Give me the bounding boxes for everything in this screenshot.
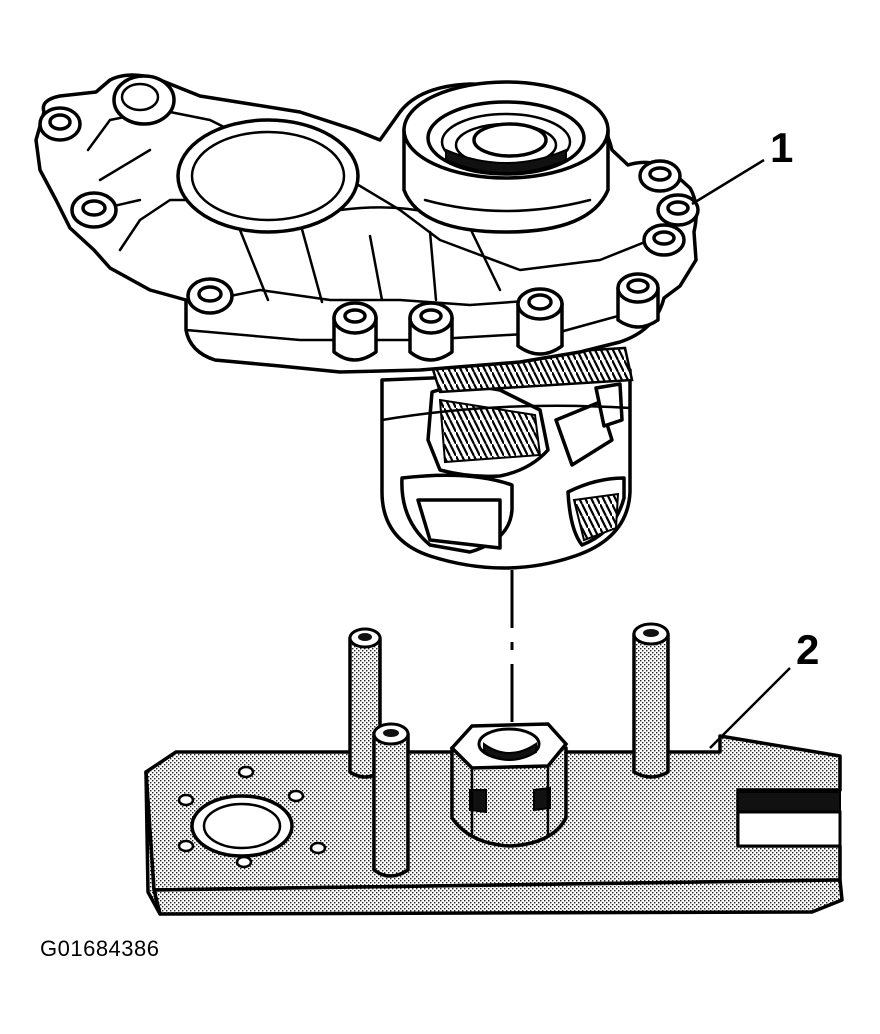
fixture-small-holes: [177, 765, 327, 869]
bolt-hole: [516, 287, 564, 356]
bolt-hole: [332, 301, 378, 362]
bolt-hole: [70, 191, 118, 229]
differential-housing-assembly: [34, 73, 700, 570]
bolt-hole: [38, 106, 82, 142]
bolt-bosses: [38, 106, 700, 362]
hex-drive-adapter: [449, 722, 569, 848]
bolt-hole: [616, 272, 660, 329]
bolt-hole: [642, 223, 686, 257]
callout-2: 2: [709, 626, 819, 749]
fixture-pin: [632, 622, 670, 779]
callout-1: 1: [691, 124, 793, 206]
differential-carrier: [380, 346, 634, 570]
bolt-hole: [656, 193, 700, 227]
callout-label: 1: [770, 124, 793, 171]
bolt-hole: [408, 301, 454, 362]
figure-id: G01684386: [40, 936, 160, 961]
fixture-pin: [372, 722, 410, 878]
bolt-hole: [186, 277, 234, 315]
output-seal-boss: [402, 80, 610, 234]
holding-fixture: [144, 622, 844, 916]
callout-label: 2: [796, 626, 819, 673]
bolt-hole: [638, 159, 682, 193]
